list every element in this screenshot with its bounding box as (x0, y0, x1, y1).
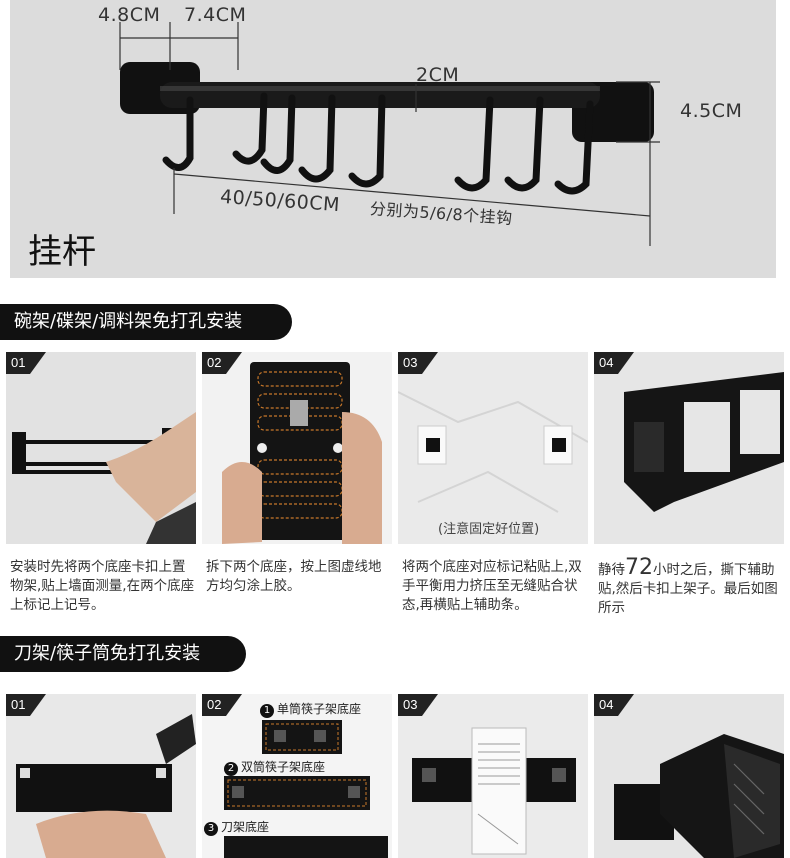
installed-shelf-illustration (594, 352, 784, 544)
dimension-label-height: 4.5CM (680, 100, 743, 122)
dimension-label-width-a: 4.8CM (98, 4, 161, 26)
step-photo-3: 03 (注意固定好位置) (398, 352, 588, 544)
step-description-2: 拆下两个底座，按上图虚线地方均匀涂上胶。 (206, 559, 382, 594)
step-photo-2: 02 (202, 352, 392, 544)
base-types-illustration (202, 694, 392, 858)
hanging-rail-illustration (119, 22, 660, 246)
step-photo-1: 01 (6, 352, 196, 544)
dimension-label-width-b: 7.4CM (184, 4, 247, 26)
bases-on-wall-illustration (398, 352, 588, 544)
step-photo-5: 01 (6, 694, 196, 858)
step-caption: (注意固定好位置) (438, 522, 540, 537)
product-title: 挂杆 (28, 232, 96, 272)
section-banner-shelf-install: 碗架/碟架/调料架免打孔安装 (0, 304, 292, 340)
mount-base-in-hand-illustration (202, 352, 392, 544)
step-photo-7: 03 (398, 694, 588, 858)
marking-wall-illustration (6, 694, 196, 858)
step-photo-8: 04 (594, 694, 784, 858)
section-banner-knife-holder-install: 刀架/筷子筒免打孔安装 (0, 636, 246, 672)
base-with-instruction-card-illustration (398, 694, 588, 858)
base-type-number: 3 (204, 822, 218, 836)
shelf-on-wall-illustration (6, 352, 196, 544)
step-description-3: 将两个底座对应标记粘贴上,双手平衡用力挤压至无缝贴合状态,再横贴上辅助条。 (402, 559, 582, 613)
step-description-4: 静待72小时之后，撕下辅助贴,然后卡扣上架子。最后如图所示 (598, 555, 778, 617)
base-type-number: 1 (260, 704, 274, 718)
dimension-label-diameter: 2CM (416, 64, 460, 86)
base-type-number: 2 (224, 762, 238, 776)
step-photo-4: 04 (594, 352, 784, 544)
step-description-1: 安装时先将两个底座卡扣上置物架,贴上墙面测量,在两个底座上标记上记号。 (10, 559, 195, 613)
installed-knife-holder-illustration (594, 694, 784, 858)
product-hero-image: 4.8CM 7.4CM 2CM 4.5CM 40/50/60CM 分别为5/6/… (10, 0, 776, 278)
